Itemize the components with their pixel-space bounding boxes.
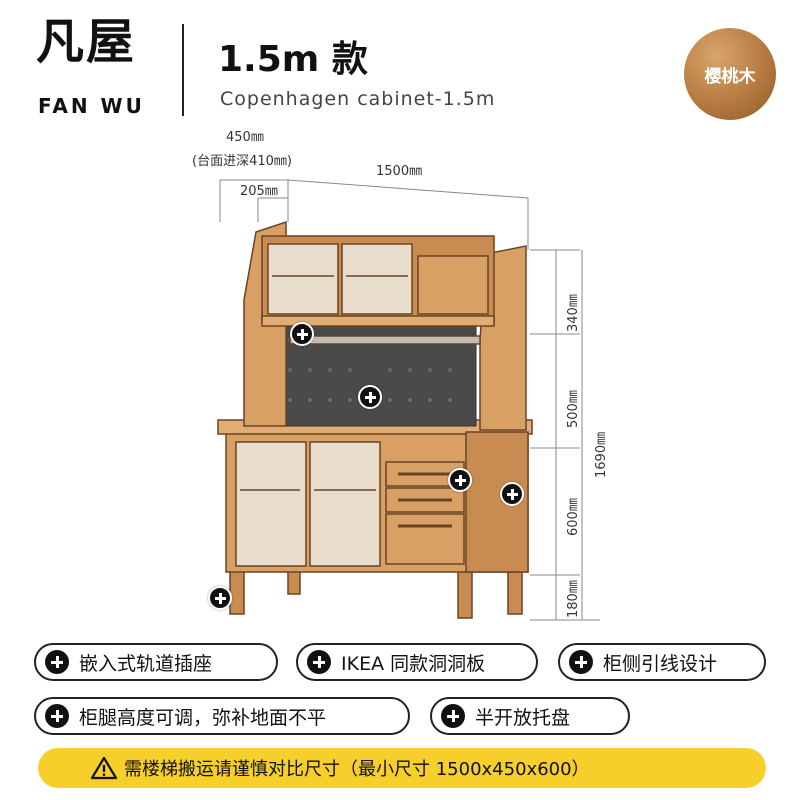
- feature-label: 嵌入式轨道插座: [79, 652, 213, 675]
- dimension-lines: [219, 179, 600, 621]
- feature-pill-pegboard[interactable]: IKEA 同款洞洞板: [296, 643, 538, 681]
- hotspot-pegboard[interactable]: [358, 385, 382, 409]
- hotspot-adjustable-leg[interactable]: [208, 586, 232, 610]
- hotspot-side-cable[interactable]: [500, 482, 524, 506]
- plus-icon: [45, 704, 69, 728]
- hotspot-socket-rail[interactable]: [290, 322, 314, 346]
- plus-icon: [441, 704, 465, 728]
- plus-icon: [45, 650, 69, 674]
- leg-height-label: 180㎜: [566, 580, 581, 618]
- warning-icon: [90, 756, 118, 780]
- brand-logo-en: FAN WU: [38, 94, 145, 118]
- depth-label: 450㎜: [226, 130, 264, 145]
- feature-label: 半开放托盘: [475, 706, 571, 729]
- feature-label: 柜腿高度可调，弥补地面不平: [79, 706, 327, 729]
- upper-height-label: 340㎜: [566, 294, 581, 332]
- plus-icon: [569, 650, 593, 674]
- total-height-label: 1690㎜: [594, 431, 609, 478]
- feature-pill-socket-rail[interactable]: 嵌入式轨道插座: [34, 643, 278, 681]
- header-divider: [182, 24, 184, 116]
- feature-pill-adjustable-legs[interactable]: 柜腿高度可调，弥补地面不平: [34, 697, 410, 735]
- product-title: 1.5m 款: [218, 39, 368, 80]
- pegboard-height-label: 500㎜: [566, 390, 581, 428]
- feature-label: IKEA 同款洞洞板: [341, 652, 486, 675]
- product-subtitle: Copenhagen cabinet-1.5m: [220, 88, 496, 110]
- plus-icon: [307, 650, 331, 674]
- width-label: 1500㎜: [376, 164, 423, 179]
- hotspot-tray[interactable]: [448, 468, 472, 492]
- feature-label: 柜侧引线设计: [603, 652, 718, 675]
- material-swatch[interactable]: 樱桃木: [684, 28, 776, 120]
- warning-text: 需楼梯搬运请谨慎对比尺寸（最小尺寸 1500x450x600）: [124, 759, 590, 780]
- feature-pill-side-cable[interactable]: 柜侧引线设计: [558, 643, 766, 681]
- countertop-depth-label: (台面进深410㎜): [192, 154, 292, 169]
- upper-depth-label: 205㎜: [240, 184, 278, 199]
- feature-pill-open-tray[interactable]: 半开放托盘: [430, 697, 630, 735]
- material-label: 樱桃木: [704, 66, 756, 87]
- warning-banner: 需楼梯搬运请谨慎对比尺寸（最小尺寸 1500x450x600）: [38, 748, 766, 788]
- base-height-label: 600㎜: [566, 498, 581, 536]
- brand-logo-cn: 凡屋: [36, 14, 137, 70]
